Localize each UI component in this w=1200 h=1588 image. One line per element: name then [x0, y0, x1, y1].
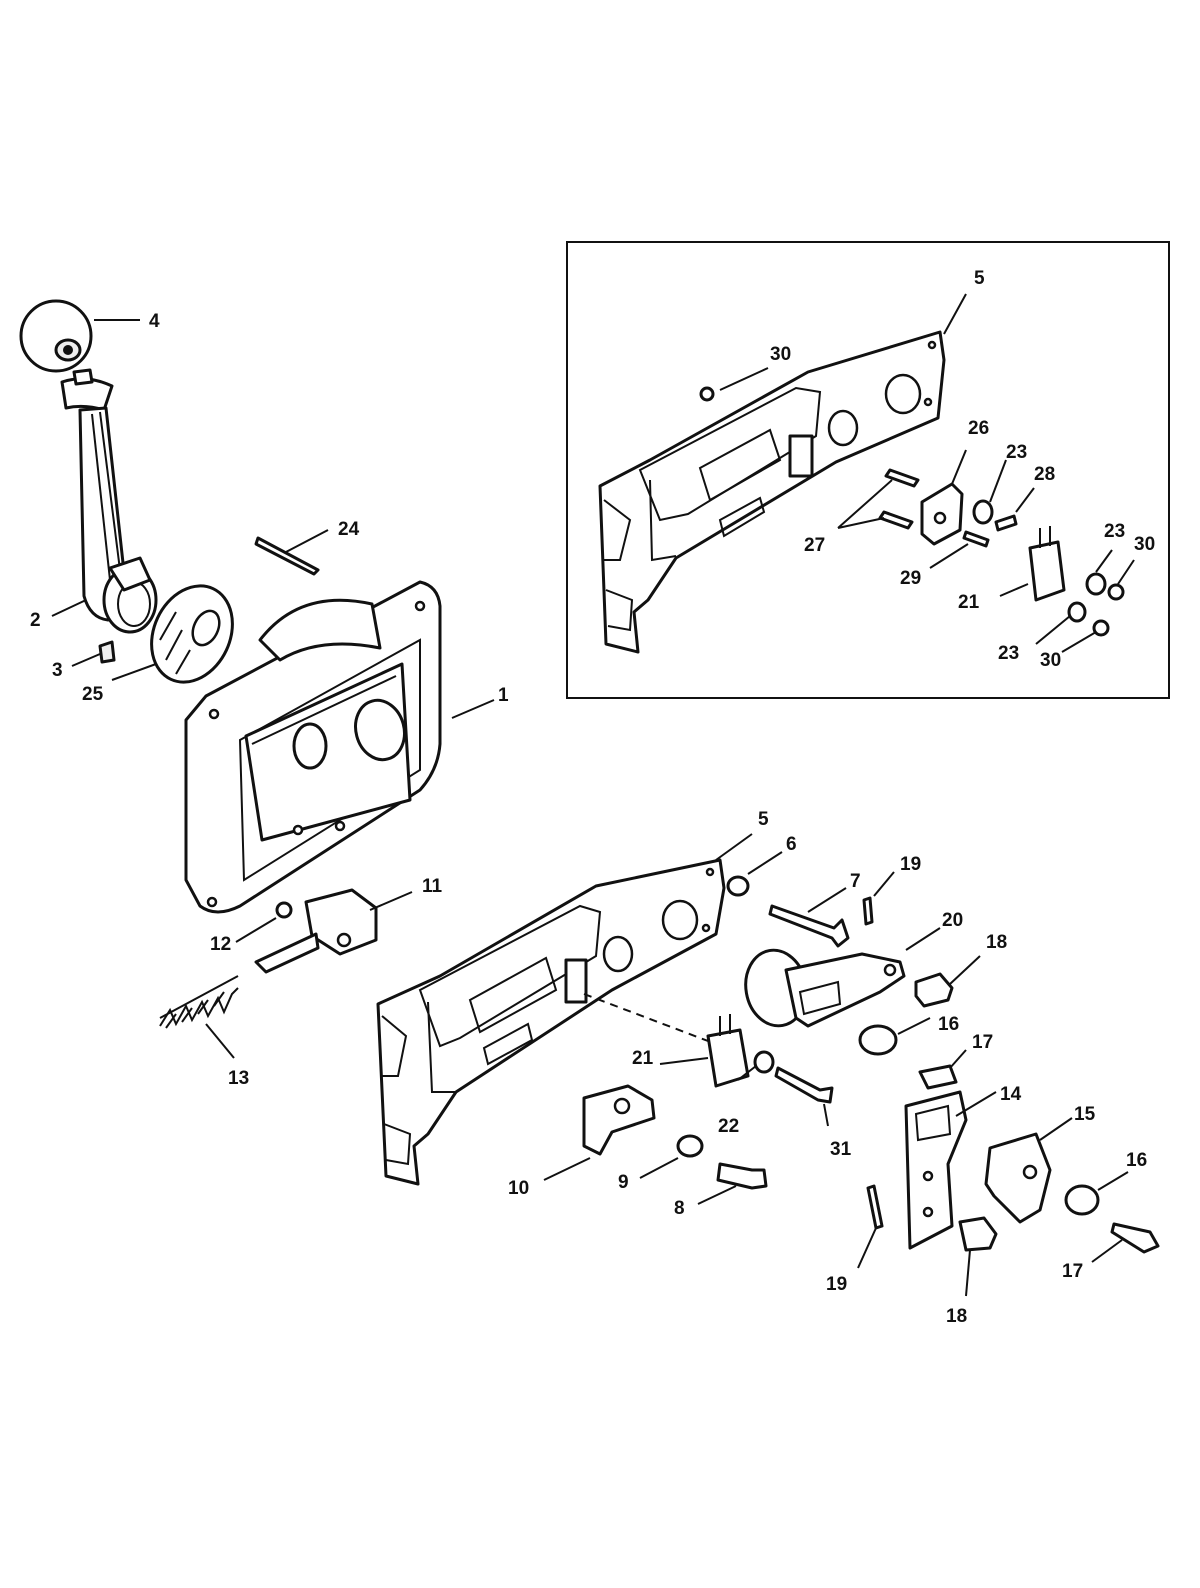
callout-label: 21 — [632, 1048, 654, 1069]
inset-callout-label: 30 — [1134, 534, 1155, 555]
callout-label: 18 — [946, 1306, 967, 1327]
callout-label: 5 — [758, 809, 769, 830]
callout-label: 18 — [986, 932, 1007, 953]
washer-part-16a — [858, 1024, 898, 1056]
inset-washer-23 — [972, 499, 994, 525]
callout-label: 12 — [210, 934, 231, 955]
screw-part-17a — [918, 1064, 958, 1090]
control-housing-part-1 — [184, 580, 442, 914]
leader-lines — [51, 319, 1129, 1297]
inset-frame — [566, 241, 1170, 699]
callout-label: 17 — [972, 1032, 993, 1053]
inset-nut-30c — [1092, 619, 1110, 637]
switch-alignment-line — [583, 993, 717, 1045]
inset-nut-30b — [1107, 583, 1125, 601]
switch-part-21 — [706, 1014, 750, 1088]
washer-part-6 — [726, 875, 750, 897]
pin-part-18b — [958, 1216, 998, 1252]
nut-part-12 — [275, 901, 293, 919]
callout-label: 2 — [30, 610, 41, 631]
screw-part-17b — [1110, 1222, 1160, 1254]
inset-screw-27a — [884, 468, 920, 488]
spring-part-13 — [159, 975, 239, 1029]
inset-callout-label: 26 — [968, 418, 989, 439]
pin-part-24 — [254, 536, 320, 576]
callout-label: 6 — [786, 834, 797, 855]
inset-callout-label: 5 — [974, 268, 985, 289]
screw-part-7 — [768, 904, 850, 948]
lever-part-20 — [744, 948, 906, 1028]
callout-label: 13 — [228, 1068, 249, 1089]
callout-labels: 4 2 3 25 24 1 12 11 13 5 6 7 19 20 18 16… — [30, 311, 1147, 1327]
callout-label: 11 — [422, 876, 443, 897]
callout-label: 19 — [900, 854, 921, 875]
callout-label: 16 — [938, 1014, 959, 1035]
bracket-part-10 — [582, 1084, 656, 1156]
callout-label: 4 — [149, 311, 160, 332]
inset-callout-label: 30 — [770, 344, 791, 365]
inset-callout-label: 29 — [900, 568, 921, 589]
washer-part-9 — [676, 1134, 704, 1158]
washer-part-16b — [1064, 1184, 1100, 1216]
callout-label: 20 — [942, 910, 963, 931]
callout-label: 19 — [826, 1274, 847, 1295]
cam-part-15 — [984, 1132, 1052, 1224]
callout-label: 9 — [618, 1172, 629, 1193]
knob-part-4 — [19, 299, 93, 373]
link-part-14 — [904, 1090, 968, 1250]
screw-part-31 — [774, 1066, 834, 1104]
handle-part-2 — [60, 368, 158, 634]
inset-callout-label: 27 — [804, 535, 825, 556]
inset-callout-label: 30 — [1040, 650, 1061, 671]
inset-callout-label: 23 — [1104, 521, 1125, 542]
callout-label: 16 — [1126, 1150, 1147, 1171]
callout-label: 22 — [718, 1116, 739, 1137]
callout-label: 7 — [850, 871, 861, 892]
inset-callout-label: 23 — [998, 643, 1019, 664]
inset-screw-27b — [878, 510, 914, 530]
inset-screw-28 — [994, 514, 1018, 532]
callout-label: 25 — [82, 684, 104, 705]
callout-label: 15 — [1074, 1104, 1096, 1125]
screw-part-8 — [716, 1162, 768, 1190]
detent-plate-part-25 — [150, 584, 234, 684]
inset-nut-30 — [699, 386, 715, 402]
setscrew-part-3 — [98, 640, 116, 664]
cotter-pin-part-19b — [866, 1184, 884, 1230]
callout-label: 3 — [52, 660, 63, 681]
inset-screw-29 — [962, 530, 990, 548]
bracket-part-5 — [376, 858, 726, 1186]
inset-switch-21 — [1028, 540, 1066, 602]
callout-label: 1 — [498, 685, 509, 706]
inset-callout-label: 21 — [958, 592, 980, 613]
callout-label: 14 — [1000, 1084, 1022, 1105]
inset-callout-labels: 5 30 26 23 28 27 23 30 29 21 23 30 — [770, 268, 1155, 671]
inset-washer-23b — [1085, 572, 1107, 596]
pin-part-18a — [914, 972, 954, 1008]
inset-callout-label: 28 — [1034, 464, 1055, 485]
callout-label: 24 — [338, 519, 360, 540]
callout-label: 10 — [508, 1178, 529, 1199]
cotter-pin-part-19a — [862, 896, 874, 926]
inset-callout-label: 23 — [1006, 442, 1027, 463]
inset-bracket-part-5 — [598, 330, 946, 654]
callout-label: 17 — [1062, 1261, 1083, 1282]
latch-part-11 — [254, 888, 378, 974]
washer-part-22 — [753, 1050, 775, 1074]
callout-label: 8 — [674, 1198, 685, 1219]
callout-label: 31 — [830, 1139, 852, 1160]
inset-washer-23c — [1067, 601, 1087, 623]
